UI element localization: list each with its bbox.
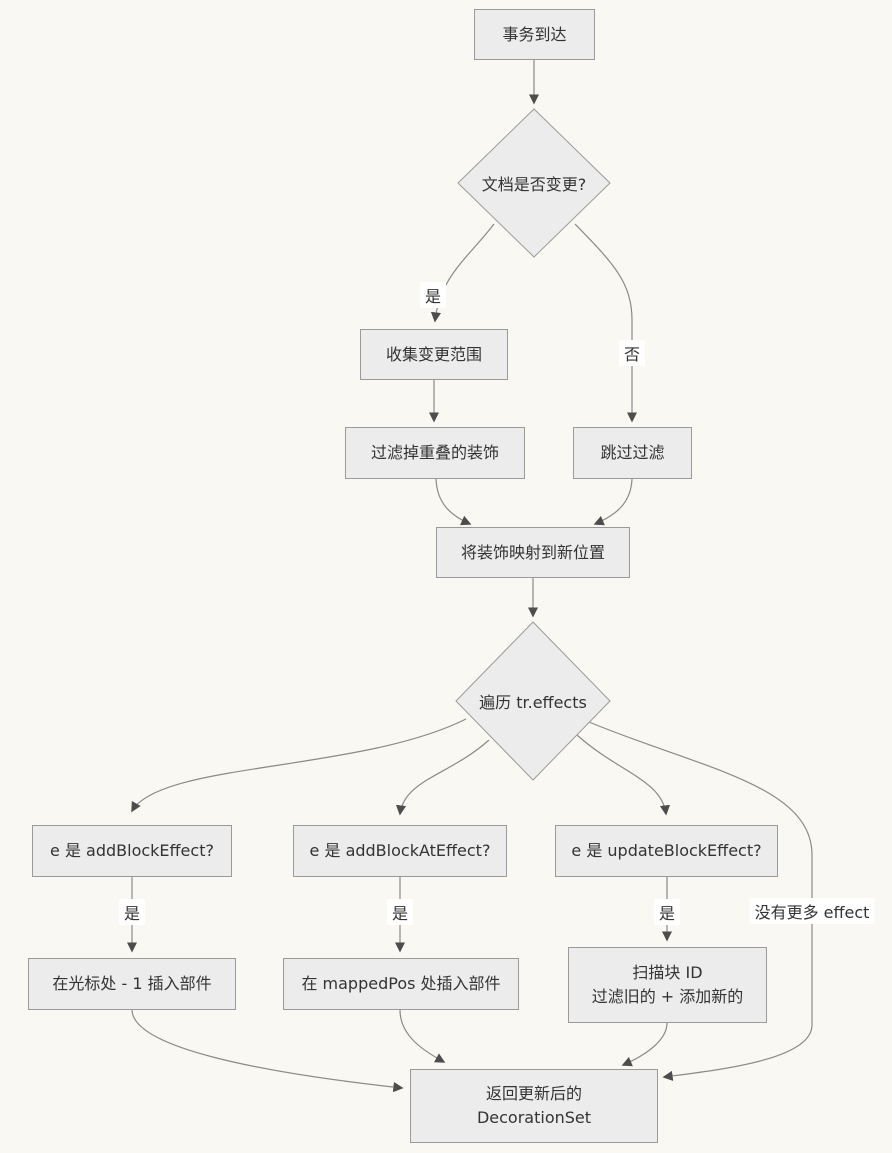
edge-label-yes-doc-changed: 是 <box>419 282 447 308</box>
node-return-set: 返回更新后的 DecorationSet <box>410 1069 658 1143</box>
edge-label-yes-add-block: 是 <box>118 899 146 925</box>
edge-doc-changed-no <box>574 223 638 423</box>
doc-changed-diamond <box>457 108 611 258</box>
edge-label-no-more-effects: 没有更多 effect <box>749 898 875 924</box>
node-return-set-line1: 返回更新后的 <box>485 1084 582 1103</box>
edge-iterate-no-more-effects <box>588 721 813 1081</box>
edge-skip-to-map <box>593 478 633 526</box>
node-start-label: 事务到达 <box>502 24 567 44</box>
node-is-update-block-label: e 是 updateBlockEffect? <box>571 841 762 860</box>
node-filter-overlap-label: 过滤掉重叠的装饰 <box>370 443 499 462</box>
node-is-update-block: e 是 updateBlockEffect? <box>555 825 778 877</box>
node-insert-at-cursor-label: 在光标处 - 1 插入部件 <box>52 974 212 993</box>
node-return-set-line2: DecorationSet <box>476 1108 592 1127</box>
node-start: 事务到达 <box>474 9 595 60</box>
node-scan-block: 扫描块 ID 过滤旧的 + 添加新的 <box>568 947 767 1023</box>
node-insert-at-cursor: 在光标处 - 1 插入部件 <box>28 958 236 1010</box>
node-is-add-block-at-label: e 是 addBlockAtEffect? <box>309 841 491 860</box>
edge-label-no-doc-changed: 否 <box>618 340 646 366</box>
node-filter-overlap: 过滤掉重叠的装饰 <box>345 427 525 479</box>
edge-filter-to-map <box>435 478 472 526</box>
node-insert-at-mapped-label: 在 mappedPos 处插入部件 <box>301 974 501 993</box>
node-is-add-block-label: e 是 addBlockEffect? <box>50 841 214 860</box>
node-is-add-block-at: e 是 addBlockAtEffect? <box>293 825 507 877</box>
node-doc-changed-label: 文档是否变更? <box>481 175 587 194</box>
node-collect-ranges: 收集变更范围 <box>360 329 508 380</box>
node-skip-filter-label: 跳过过滤 <box>600 443 665 462</box>
node-map-decorations: 将装饰映射到新位置 <box>436 527 630 578</box>
node-collect-ranges-label: 收集变更范围 <box>385 344 482 364</box>
edge-insert-mapped-to-return <box>399 1009 446 1063</box>
edge-label-yes-add-block-at: 是 <box>386 899 414 925</box>
node-scan-block-line2: 过滤旧的 + 添加新的 <box>591 987 744 1006</box>
edge-scan-block-to-return <box>621 1022 668 1067</box>
node-scan-block-line1: 扫描块 ID <box>632 963 703 982</box>
edge-insert-cursor-to-return <box>131 1009 404 1093</box>
edge-iterate-to-add-block-at <box>395 739 490 816</box>
edge-label-yes-update-block: 是 <box>653 899 681 925</box>
node-insert-at-mapped: 在 mappedPos 处插入部件 <box>283 958 519 1010</box>
edge-iterate-to-add-block <box>131 718 467 813</box>
node-is-add-block: e 是 addBlockEffect? <box>32 825 232 877</box>
node-iterate-effects-label: 遍历 tr.effects <box>479 693 587 712</box>
node-map-decorations-label: 将装饰映射到新位置 <box>460 542 605 562</box>
iterate-effects-diamond <box>455 621 611 781</box>
edge-iterate-to-update-block <box>576 734 671 816</box>
node-skip-filter: 跳过过滤 <box>573 427 692 479</box>
